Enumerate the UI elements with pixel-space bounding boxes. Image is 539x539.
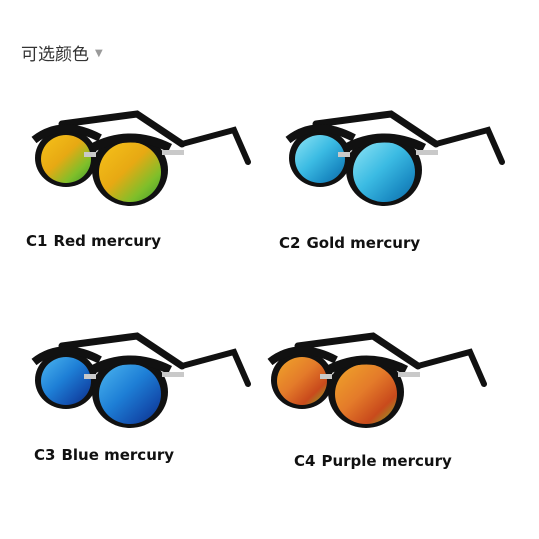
variant-code: C4: [294, 452, 316, 470]
variant-label-c2: C2 Gold mercury: [279, 234, 420, 252]
variant-label-c3: C3 Blue mercury: [34, 446, 174, 464]
variant-code: C1: [26, 232, 48, 250]
variant-code: C2: [279, 234, 301, 252]
variant-label-c4: C4 Purple mercury: [294, 452, 452, 470]
color-options-header[interactable]: 可选颜色 ▼: [21, 40, 103, 65]
color-options-title: 可选颜色: [21, 45, 89, 65]
variant-c3[interactable]: C3 Blue mercury: [22, 326, 262, 466]
variant-c1[interactable]: C1 Red mercury: [22, 104, 262, 250]
variant-code: C3: [34, 446, 56, 464]
variant-name: Red mercury: [53, 232, 162, 250]
variant-c2[interactable]: C2 Gold mercury: [276, 104, 516, 252]
sunglasses-c2-image: [285, 110, 505, 206]
variant-label-c1: C1 Red mercury: [26, 232, 161, 250]
triangle-down-icon[interactable]: ▼: [95, 48, 103, 59]
sunglasses-c1-image: [31, 110, 251, 206]
variant-c4[interactable]: C4 Purple mercury: [258, 326, 508, 470]
sunglasses-c3-image: [31, 332, 251, 428]
variant-name: Blue mercury: [61, 446, 175, 464]
sunglasses-c4-image: [267, 332, 487, 428]
variant-name: Gold mercury: [306, 234, 421, 252]
variant-name: Purple mercury: [321, 452, 452, 470]
